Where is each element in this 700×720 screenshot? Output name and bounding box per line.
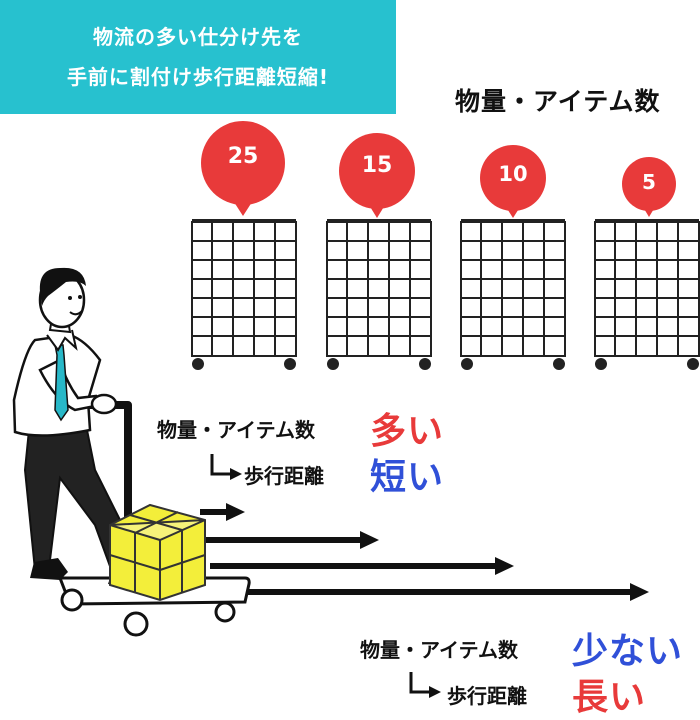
short-distance-value: 短い (370, 457, 445, 498)
headline-banner: 物流の多い仕分け先を 手前に割付け歩行距離短縮! (0, 0, 396, 114)
many-volume-label: 物量・アイテム数 (157, 418, 315, 442)
short-distance-label: 歩行距離 (244, 464, 324, 488)
few-volume-label: 物量・アイテム数 (360, 638, 518, 662)
arrow-right-icon (205, 531, 379, 549)
many-volume-value: 多い (370, 411, 445, 452)
few-volume-value: 少ない (572, 631, 684, 672)
pin-value: 5 (642, 170, 656, 194)
location-pin-icon: 25 (200, 120, 286, 220)
pin-value: 10 (498, 162, 528, 186)
location-pin-shape (201, 121, 285, 216)
headline-line-1: 物流の多い仕分け先を (93, 25, 303, 49)
location-pin-icon: 5 (620, 155, 678, 221)
long-distance-label: 歩行距離 (447, 684, 527, 708)
location-pin-icon: 10 (478, 143, 548, 221)
location-pin-shape (339, 133, 415, 218)
long-distance-value: 長い (572, 677, 647, 718)
cart-rack-icon (460, 219, 566, 370)
cart-rack-icon (326, 219, 432, 370)
headline-line-2: 手前に割付け歩行距離短縮! (66, 65, 330, 89)
cart-rack-icon (594, 219, 700, 370)
arrow-right-icon (240, 583, 649, 601)
location-pin-shape (480, 145, 546, 218)
pin-value: 25 (227, 144, 259, 169)
location-pin-icon: 15 (337, 131, 417, 221)
pin-value: 15 (361, 153, 393, 178)
cardboard-boxes-icon (109, 503, 206, 602)
location-pin-shape (622, 157, 676, 217)
volume-items-title: 物量・アイテム数 (455, 87, 661, 116)
cart-rack-icon (191, 219, 297, 370)
arrow-right-icon (200, 503, 245, 521)
arrow-right-icon (210, 557, 514, 575)
